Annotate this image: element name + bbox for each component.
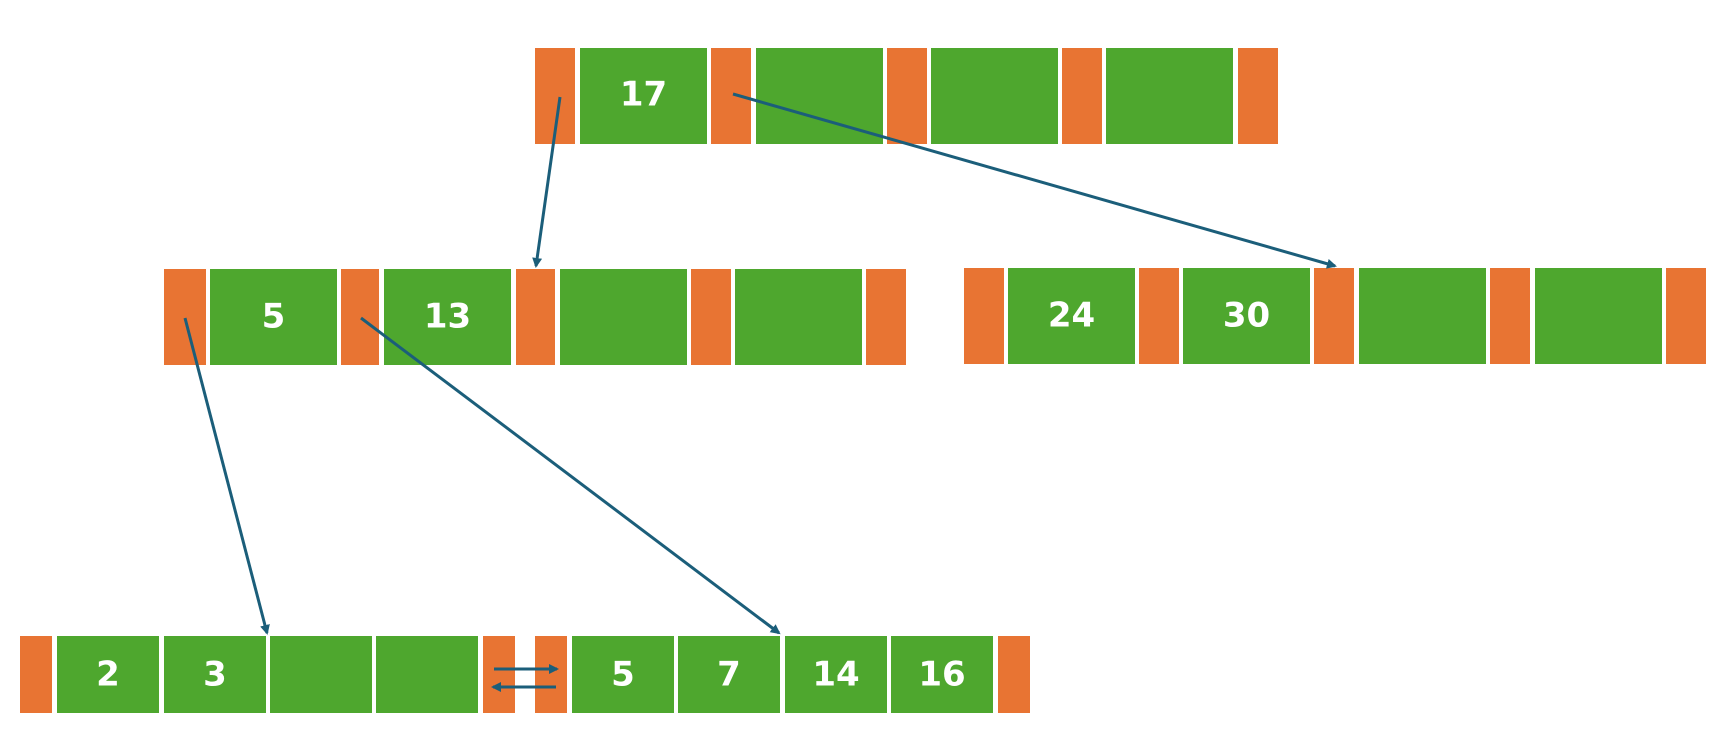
pointer-slot xyxy=(535,636,567,713)
key-label: 3 xyxy=(203,655,227,695)
key-label: 16 xyxy=(918,655,965,695)
key-slot xyxy=(572,636,674,713)
pointer-slot xyxy=(516,269,555,365)
key-slot xyxy=(580,48,707,144)
key-label: 5 xyxy=(262,297,286,337)
internal-node-right: 24 30 xyxy=(964,268,1706,364)
pointer-slot xyxy=(1314,268,1354,364)
pointer-arrow xyxy=(183,317,270,635)
key-slot xyxy=(735,269,862,365)
key-slot xyxy=(678,636,780,713)
key-slot xyxy=(384,269,511,365)
key-label: 7 xyxy=(717,655,741,695)
key-slot xyxy=(376,636,478,713)
leaf-node-2: 5 7 14 16 xyxy=(535,636,1030,713)
pointer-slot xyxy=(20,636,52,713)
key-slot xyxy=(931,48,1058,144)
pointer-slot xyxy=(866,269,906,365)
key-label: 17 xyxy=(620,75,667,115)
pointer-slot xyxy=(1490,268,1530,364)
key-label: 30 xyxy=(1223,296,1270,336)
key-slot xyxy=(270,636,372,713)
key-slot xyxy=(785,636,887,713)
internal-node-left: 5 13 xyxy=(164,269,906,365)
pointer-slot xyxy=(691,269,731,365)
key-slot xyxy=(1183,268,1310,364)
key-label: 14 xyxy=(812,655,859,695)
pointer-arrow xyxy=(732,92,1337,269)
key-slot xyxy=(1359,268,1486,364)
pointer-slot xyxy=(887,48,927,144)
key-label: 24 xyxy=(1048,296,1095,336)
pointer-slot xyxy=(483,636,515,713)
key-label: 13 xyxy=(424,297,471,337)
key-slot xyxy=(164,636,266,713)
pointer-slot xyxy=(998,636,1030,713)
pointer-slot xyxy=(164,269,206,365)
key-slot xyxy=(1008,268,1135,364)
pointer-slot xyxy=(341,269,379,365)
key-slot xyxy=(210,269,337,365)
leaf-node-1: 2 3 xyxy=(20,636,515,713)
pointer-slot xyxy=(964,268,1004,364)
key-label: 5 xyxy=(611,655,635,695)
key-slot xyxy=(1106,48,1233,144)
root-node: 17 xyxy=(535,48,1278,144)
pointer-slot xyxy=(1666,268,1706,364)
pointer-slot xyxy=(1062,48,1102,144)
pointer-arrow xyxy=(360,316,781,635)
pointer-arrow xyxy=(532,96,562,268)
pointer-slot xyxy=(1139,268,1179,364)
key-slot xyxy=(891,636,993,713)
key-label: 2 xyxy=(96,655,120,695)
pointer-slot xyxy=(1238,48,1278,144)
key-slot xyxy=(756,48,883,144)
key-slot xyxy=(57,636,159,713)
key-slot xyxy=(560,269,687,365)
key-slot xyxy=(1535,268,1662,364)
